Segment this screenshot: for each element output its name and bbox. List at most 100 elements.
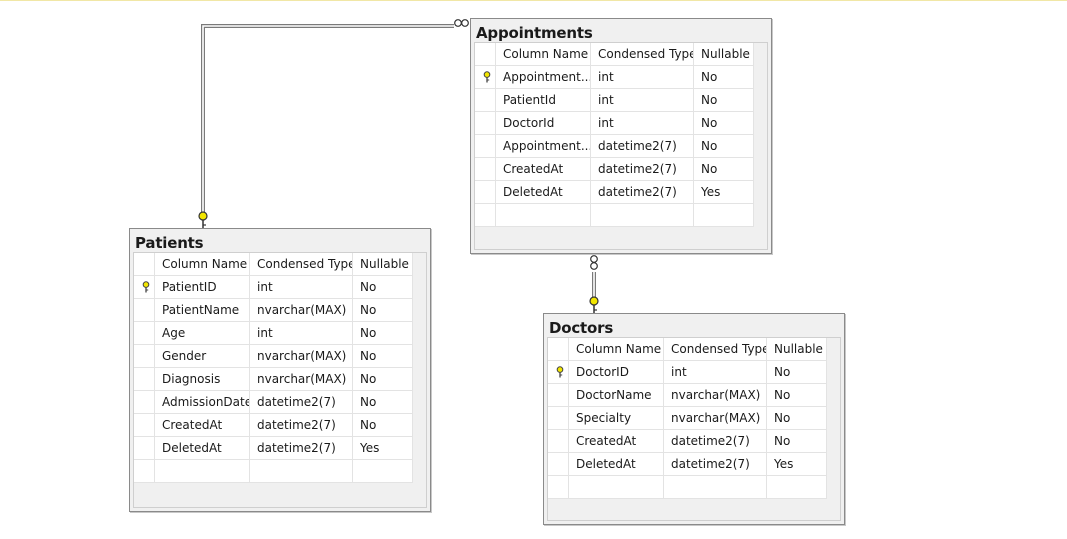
- row-selector[interactable]: [134, 299, 155, 322]
- row-selector[interactable]: [548, 384, 569, 407]
- relationship-patients-appointments[interactable]: [201, 24, 454, 214]
- condensed-type-cell[interactable]: datetime2(7): [250, 414, 353, 437]
- nullable-cell[interactable]: No: [353, 391, 413, 414]
- header-condensed-type[interactable]: Condensed Type: [664, 338, 767, 361]
- column-name-cell[interactable]: PatientName: [155, 299, 250, 322]
- row-selector[interactable]: [548, 407, 569, 430]
- row-selector[interactable]: [475, 158, 496, 181]
- column-name-cell[interactable]: AdmissionDate: [155, 391, 250, 414]
- header-nullable[interactable]: Nullable: [353, 253, 413, 276]
- header-column-name[interactable]: Column Name: [155, 253, 250, 276]
- header-condensed-type[interactable]: Condensed Type: [591, 43, 694, 66]
- table-title[interactable]: Appointments: [476, 24, 593, 42]
- column-name-cell[interactable]: DeletedAt: [155, 437, 250, 460]
- row-selector[interactable]: [548, 430, 569, 453]
- nullable-cell[interactable]: No: [694, 158, 754, 181]
- row-selector[interactable]: [475, 135, 496, 158]
- column-name-cell[interactable]: DoctorName: [569, 384, 664, 407]
- table-title[interactable]: Doctors: [549, 319, 614, 337]
- nullable-cell[interactable]: Yes: [694, 181, 754, 204]
- column-name-cell[interactable]: Appointment...: [496, 66, 591, 89]
- row-selector[interactable]: [548, 453, 569, 476]
- column-name-cell[interactable]: DeletedAt: [496, 181, 591, 204]
- condensed-type-cell[interactable]: [664, 476, 767, 499]
- nullable-cell[interactable]: No: [694, 66, 754, 89]
- row-selector[interactable]: [134, 414, 155, 437]
- condensed-type-cell[interactable]: nvarchar(MAX): [250, 299, 353, 322]
- nullable-cell[interactable]: No: [353, 299, 413, 322]
- nullable-cell[interactable]: [694, 204, 754, 227]
- row-selector[interactable]: [548, 476, 569, 499]
- row-selector[interactable]: [134, 276, 155, 299]
- row-selector[interactable]: [548, 361, 569, 384]
- nullable-cell[interactable]: No: [353, 345, 413, 368]
- nullable-cell[interactable]: No: [353, 368, 413, 391]
- row-selector[interactable]: [475, 112, 496, 135]
- condensed-type-cell[interactable]: datetime2(7): [250, 437, 353, 460]
- row-selector[interactable]: [134, 322, 155, 345]
- condensed-type-cell[interactable]: datetime2(7): [591, 158, 694, 181]
- header-column-name[interactable]: Column Name: [496, 43, 591, 66]
- new-row[interactable]: [134, 460, 413, 483]
- condensed-type-cell[interactable]: nvarchar(MAX): [250, 345, 353, 368]
- condensed-type-cell[interactable]: nvarchar(MAX): [664, 384, 767, 407]
- nullable-cell[interactable]: No: [353, 414, 413, 437]
- column-name-cell[interactable]: Gender: [155, 345, 250, 368]
- new-row[interactable]: [475, 204, 754, 227]
- nullable-cell[interactable]: No: [767, 361, 827, 384]
- condensed-type-cell[interactable]: datetime2(7): [591, 135, 694, 158]
- table-title[interactable]: Patients: [135, 234, 204, 252]
- header-nullable[interactable]: Nullable: [767, 338, 827, 361]
- nullable-cell[interactable]: No: [694, 135, 754, 158]
- column-name-cell[interactable]: PatientID: [155, 276, 250, 299]
- row-selector[interactable]: [134, 345, 155, 368]
- condensed-type-cell[interactable]: int: [250, 276, 353, 299]
- column-name-cell[interactable]: Age: [155, 322, 250, 345]
- nullable-cell[interactable]: [353, 460, 413, 483]
- header-nullable[interactable]: Nullable: [694, 43, 754, 66]
- column-name-cell[interactable]: CreatedAt: [155, 414, 250, 437]
- new-row[interactable]: [548, 476, 827, 499]
- nullable-cell[interactable]: No: [694, 89, 754, 112]
- column-name-cell[interactable]: PatientId: [496, 89, 591, 112]
- row-selector[interactable]: [475, 204, 496, 227]
- nullable-cell[interactable]: No: [767, 430, 827, 453]
- condensed-type-cell[interactable]: int: [591, 112, 694, 135]
- column-name-cell[interactable]: DoctorId: [496, 112, 591, 135]
- row-selector[interactable]: [475, 89, 496, 112]
- column-name-cell[interactable]: Specialty: [569, 407, 664, 430]
- column-name-cell[interactable]: [569, 476, 664, 499]
- condensed-type-cell[interactable]: int: [591, 89, 694, 112]
- header-column-name[interactable]: Column Name: [569, 338, 664, 361]
- nullable-cell[interactable]: [767, 476, 827, 499]
- column-name-cell[interactable]: [496, 204, 591, 227]
- nullable-cell[interactable]: No: [694, 112, 754, 135]
- condensed-type-cell[interactable]: int: [664, 361, 767, 384]
- table-row[interactable]: Appointment...datetime2(7)No: [475, 135, 754, 158]
- condensed-type-cell[interactable]: nvarchar(MAX): [664, 407, 767, 430]
- condensed-type-cell[interactable]: int: [591, 66, 694, 89]
- nullable-cell[interactable]: No: [353, 322, 413, 345]
- row-selector[interactable]: [134, 437, 155, 460]
- nullable-cell[interactable]: No: [353, 276, 413, 299]
- column-name-cell[interactable]: DeletedAt: [569, 453, 664, 476]
- row-selector[interactable]: [475, 66, 496, 89]
- nullable-cell[interactable]: No: [767, 384, 827, 407]
